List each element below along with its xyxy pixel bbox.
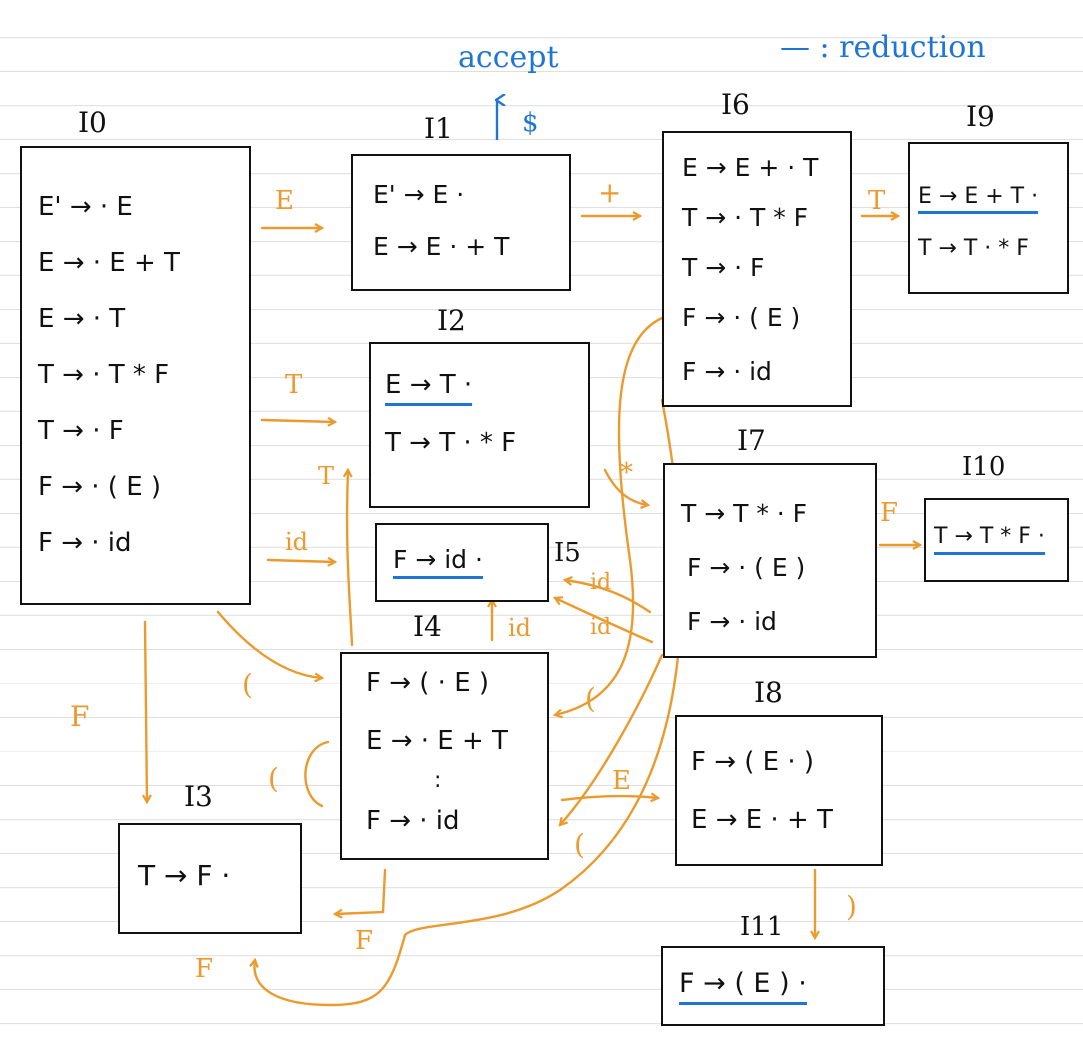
edge-label-i6-i9: T — [868, 186, 886, 216]
edge-i7-i4 — [560, 653, 664, 825]
state-i5: F → id · — [375, 523, 549, 602]
edge-label-i0-i3: F — [70, 700, 90, 733]
edge-label-i4-i5: id — [508, 614, 532, 642]
state-label-i6: I6 — [721, 88, 750, 121]
state-label-i2: I2 — [437, 304, 466, 337]
state-i4: F → ( · E ) E → · E + T : F → · id — [340, 652, 549, 860]
state-label-i7: I7 — [737, 424, 766, 457]
state-label-i8: I8 — [754, 676, 783, 709]
item: E → · T — [38, 304, 126, 334]
edge-i4-i2 — [347, 470, 354, 647]
item: F → · ( E ) — [687, 553, 806, 582]
state-i9: E → E + T · T → T · * F — [908, 142, 1069, 294]
state-i10: T → T * F · — [924, 498, 1069, 582]
item: T → T · * F — [918, 236, 1029, 261]
item-reduction: E → T · — [385, 370, 473, 406]
edge-label-i6-i4: ( — [585, 682, 596, 715]
edge-i6-i4 — [555, 316, 664, 715]
item: F → · ( E ) — [682, 303, 801, 332]
item-reduction: E → E + T · — [918, 184, 1039, 214]
edge-i4-i8 — [560, 796, 658, 800]
state-i0: E' → · E E → · E + T E → · T T → · T * F… — [20, 146, 251, 605]
item-reduction: F → id · — [393, 545, 483, 579]
state-label-i11: I11 — [740, 912, 784, 942]
edge-label-i6-i3: F — [195, 954, 214, 984]
item: F → ( · E ) — [366, 668, 490, 698]
edge-label-i4-i8: E — [612, 766, 631, 796]
item-reduction: T → T * F · — [934, 524, 1045, 555]
edge-i0-i3 — [145, 620, 147, 802]
state-i7: T → T * · F F → · ( E ) F → · id — [663, 463, 877, 658]
state-i3: T → F · — [118, 823, 302, 934]
item: F → · id — [366, 806, 460, 836]
state-i2: E → T · T → T · * F — [369, 342, 590, 508]
item: T → T * · F — [681, 499, 808, 528]
item: E → E + · T — [682, 153, 819, 182]
state-i1: E' → E · E → E · + T — [351, 154, 571, 291]
edge-i0-i5 — [266, 560, 335, 562]
edge-label-i7-i5a: id — [590, 570, 612, 595]
edge-label-i7-i10: F — [880, 498, 899, 528]
state-i11: F → ( E ) · — [661, 946, 885, 1026]
state-label-i10: I10 — [962, 452, 1006, 482]
item: E' → · E — [38, 192, 133, 222]
state-label-i5: I5 — [554, 538, 581, 568]
item: T → F · — [138, 859, 231, 892]
item: E → · E + T — [366, 726, 508, 756]
item: F → ( E · ) — [691, 747, 815, 777]
edge-label-i0-i4: ( — [242, 668, 253, 701]
item: E → E · + T — [373, 232, 510, 261]
reduction-legend: — : reduction — [780, 30, 986, 65]
item: F → · id — [682, 357, 772, 386]
accept-symbol: $ — [522, 108, 539, 138]
edge-i4-self — [304, 740, 330, 808]
item: T → · F — [38, 416, 124, 446]
edge-label-i4-self: ( — [268, 762, 279, 795]
edge-i0-i2 — [260, 420, 335, 422]
item: E → · E + T — [38, 248, 180, 278]
accept-label: accept — [458, 40, 559, 75]
edge-label-i4-i2: T — [318, 462, 335, 490]
item: F → · ( E ) — [38, 472, 162, 502]
item: T → · T * F — [38, 360, 170, 390]
state-label-i9: I9 — [966, 100, 995, 133]
item: E' → E · — [373, 180, 465, 209]
edge-label-i7-i4: ( — [574, 828, 585, 861]
item: F → · id — [38, 528, 132, 558]
edge-label-i1-i6: + — [598, 176, 622, 209]
item: T → · T * F — [682, 203, 809, 232]
state-i6: E → E + · T T → · T * F T → · F F → · ( … — [662, 131, 852, 407]
state-i8: F → ( E · ) E → E · + T — [675, 715, 883, 866]
item: F → · id — [687, 607, 777, 636]
state-label-i3: I3 — [184, 780, 213, 813]
item-ellipsis: : — [434, 768, 442, 793]
item: T → · F — [682, 253, 765, 282]
edge-label-i0-i2: T — [285, 370, 303, 400]
state-label-i1: I1 — [424, 112, 453, 145]
edge-label-i0-i1: E — [275, 186, 294, 216]
item: T → T · * F — [385, 428, 517, 458]
state-label-i4: I4 — [413, 610, 442, 643]
edge-label-i0-i5: id — [285, 528, 309, 556]
edge-i0-i4 — [216, 610, 322, 678]
edge-i7-i5a — [565, 580, 652, 614]
item: E → E · + T — [691, 805, 833, 835]
item-reduction: F → ( E ) · — [679, 968, 807, 1005]
edge-i7-i5b — [555, 598, 654, 644]
edge-label-i8-i11: ) — [846, 890, 857, 923]
edge-label-i7-i5b: id — [590, 615, 612, 640]
state-label-i0: I0 — [78, 106, 107, 139]
edge-label-i4-i3: F — [355, 926, 374, 956]
edge-i4-i3 — [335, 868, 387, 914]
edge-label-i6-i7: * — [620, 458, 633, 488]
